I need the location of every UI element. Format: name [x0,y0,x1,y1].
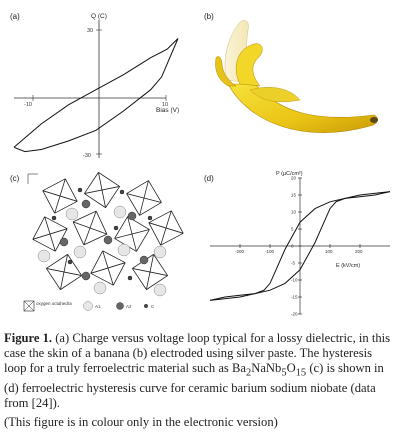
caption-sub-1: 2 [245,367,252,379]
chart-a-xtick-1: 10 [162,102,168,108]
banana-image [215,20,378,133]
chart-d-ytick-label-0: -20 [291,312,298,317]
chart-a-ytick-0: -30 [83,153,91,159]
chart-d-ytick-label-2: -10 [291,278,298,283]
chart-a-ylabel: Q (C) [91,13,107,20]
chart-a: Q (C) Bias (V) -10 10 -30 30 [13,13,179,159]
legend-c: C [151,304,155,309]
chart-d-ytick-label-4: 0 [291,244,294,249]
chart-a-xlabel: Bias (V) [156,107,179,114]
caption-text-1: (a) Charge versus voltage loop typical f… [4,331,391,375]
chart-a-loop-upper [13,38,179,148]
chart-d-ytick-label-8: 20 [291,176,297,181]
chart-d-loop-lower [209,191,391,301]
chart-d: -200 -100 100 200 -20 -15 -10 -5 0 5 10 15 20 P (µC/… [209,171,391,317]
caption-note: (This figure is in colour only in the el… [4,414,278,429]
chart-d-xlabel: E (kV/cm) [336,263,360,269]
chart-d-ytick-label-5: 5 [291,227,294,232]
chart-d-xtick-label-2: 100 [325,249,333,254]
chart-d-xtick-label-3: 200 [355,249,363,254]
caption-text-3: O [286,361,296,375]
chart-d-ytick-label-3: -5 [291,261,295,266]
chart-a-loop-lower [13,38,179,153]
legend-oxygen-octahedra: oxygen octahedra [36,301,72,306]
panel-b-label: (b) [204,12,214,21]
caption-sub-3: 15 [295,367,307,379]
caption-text-4: (c) is shown in (d) ferroelectric hyster… [4,361,384,410]
chart-d-ytick-label-6: 10 [291,210,297,215]
chart-d-ylabel: P (µC/cm²) [276,171,303,177]
chart-a-ytick-1: 30 [87,28,93,34]
panel-d-label: (d) [204,174,214,183]
chart-d-ytick-label-1: -15 [291,295,298,300]
legend-a1: A1 [95,304,101,309]
legend-a2: A2 [126,304,132,309]
figure-1: (a) Q (C) Bias (V) -10 10 -30 30 (b) [10,12,391,317]
figure-caption: Figure 1. (a) Charge versus voltage loop… [4,331,396,430]
structure-legend: oxygen octahedra A1 A2 C [23,300,155,312]
panel-c-label: (c) [10,174,20,183]
atoms [37,187,167,297]
crystal-structure: oxygen octahedra A1 A2 C [23,172,184,312]
chart-d-ytick-label-7: 15 [291,193,297,198]
caption-text-2: NaNb [251,361,282,375]
lattice [32,172,184,290]
caption-figure-label: Figure 1. [4,331,53,345]
chart-a-xtick-0: -10 [24,102,32,108]
chart-d-xtick-label-1: -100 [265,249,275,254]
caption-sub-2: 5 [281,367,287,379]
panel-a-label: (a) [10,12,20,21]
chart-d-xtick-label-0: -200 [235,249,245,254]
